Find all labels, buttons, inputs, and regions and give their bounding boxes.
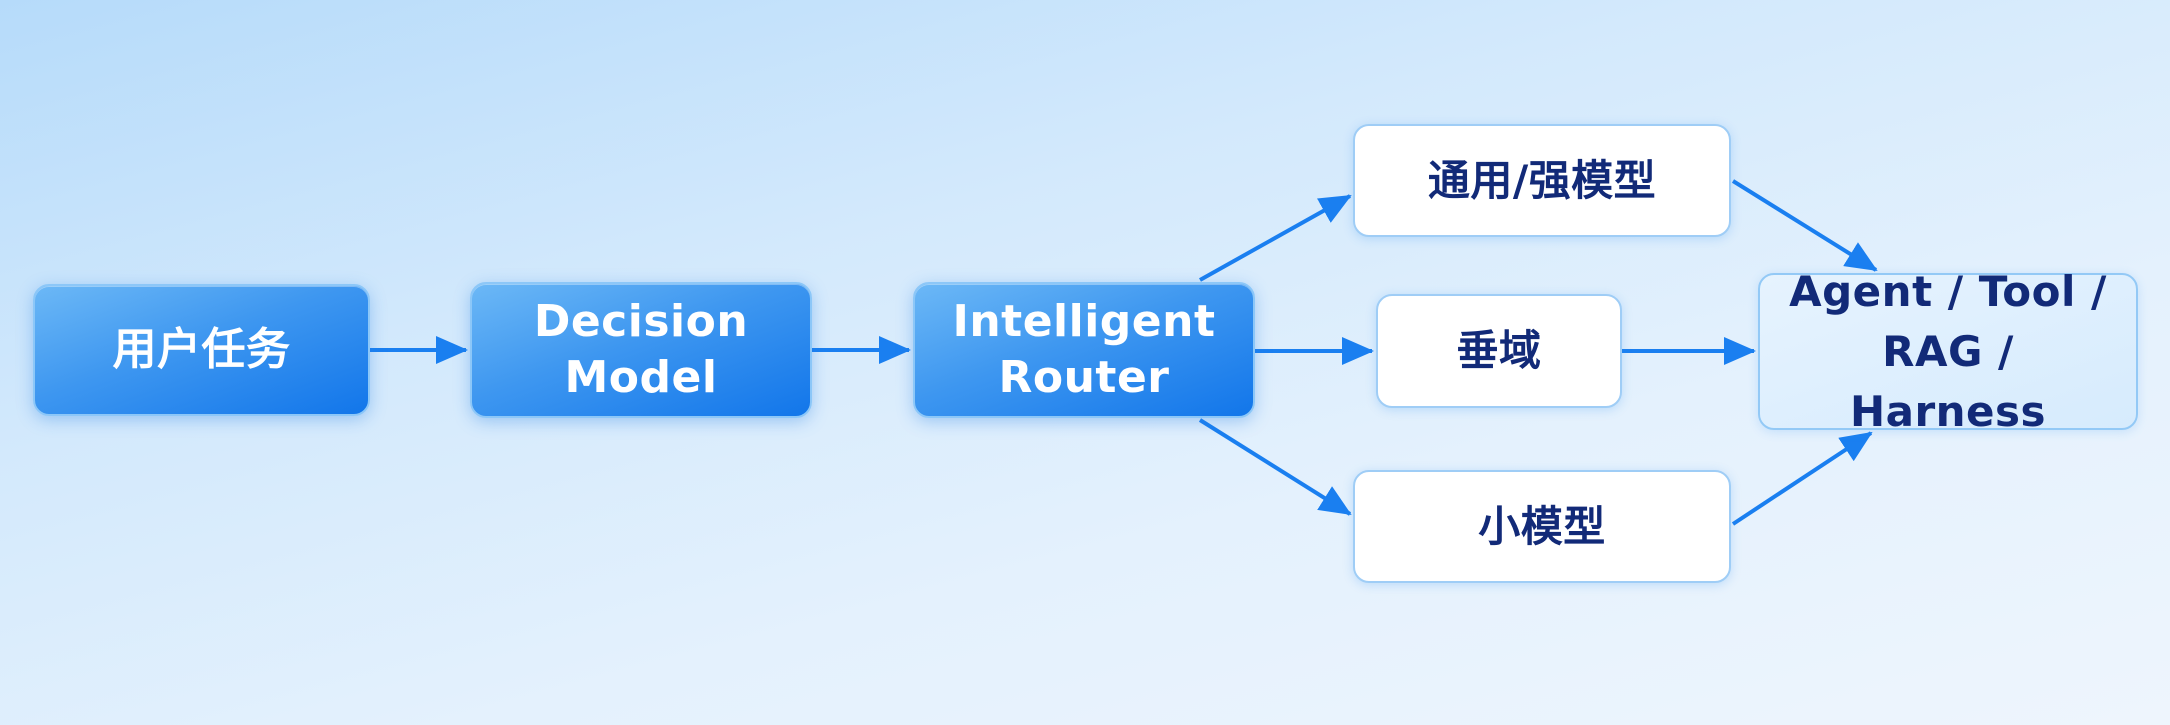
node-user-task-label: 用户任务 xyxy=(112,324,291,375)
edge-small-to-agent xyxy=(1731,431,1873,526)
node-small-model: 小模型 xyxy=(1353,470,1731,583)
node-user-task: 用户任务 xyxy=(33,284,370,416)
edge-router-to-small xyxy=(1198,418,1352,516)
edge-general-to-agent xyxy=(1731,179,1878,272)
edge-router-to-general xyxy=(1199,194,1352,282)
node-decision-model: Decision Model xyxy=(470,282,812,418)
node-intelligent-router-label: Intelligent Router xyxy=(952,296,1216,403)
node-general-model-label: 通用/强模型 xyxy=(1427,155,1657,205)
node-vertical-model: 垂域 xyxy=(1376,294,1622,408)
node-agent-stack: Agent / Tool / RAG / Harness xyxy=(1758,267,2138,436)
node-general-model: 通用/强模型 xyxy=(1353,124,1731,237)
node-vertical-model-label: 垂域 xyxy=(1456,326,1542,375)
node-intelligent-router: Intelligent Router xyxy=(913,282,1255,418)
node-decision-model-label: Decision Model xyxy=(533,296,749,403)
node-small-model-label: 小模型 xyxy=(1478,501,1606,551)
node-agent-stack-label: Agent / Tool / RAG / Harness xyxy=(1789,266,2107,436)
